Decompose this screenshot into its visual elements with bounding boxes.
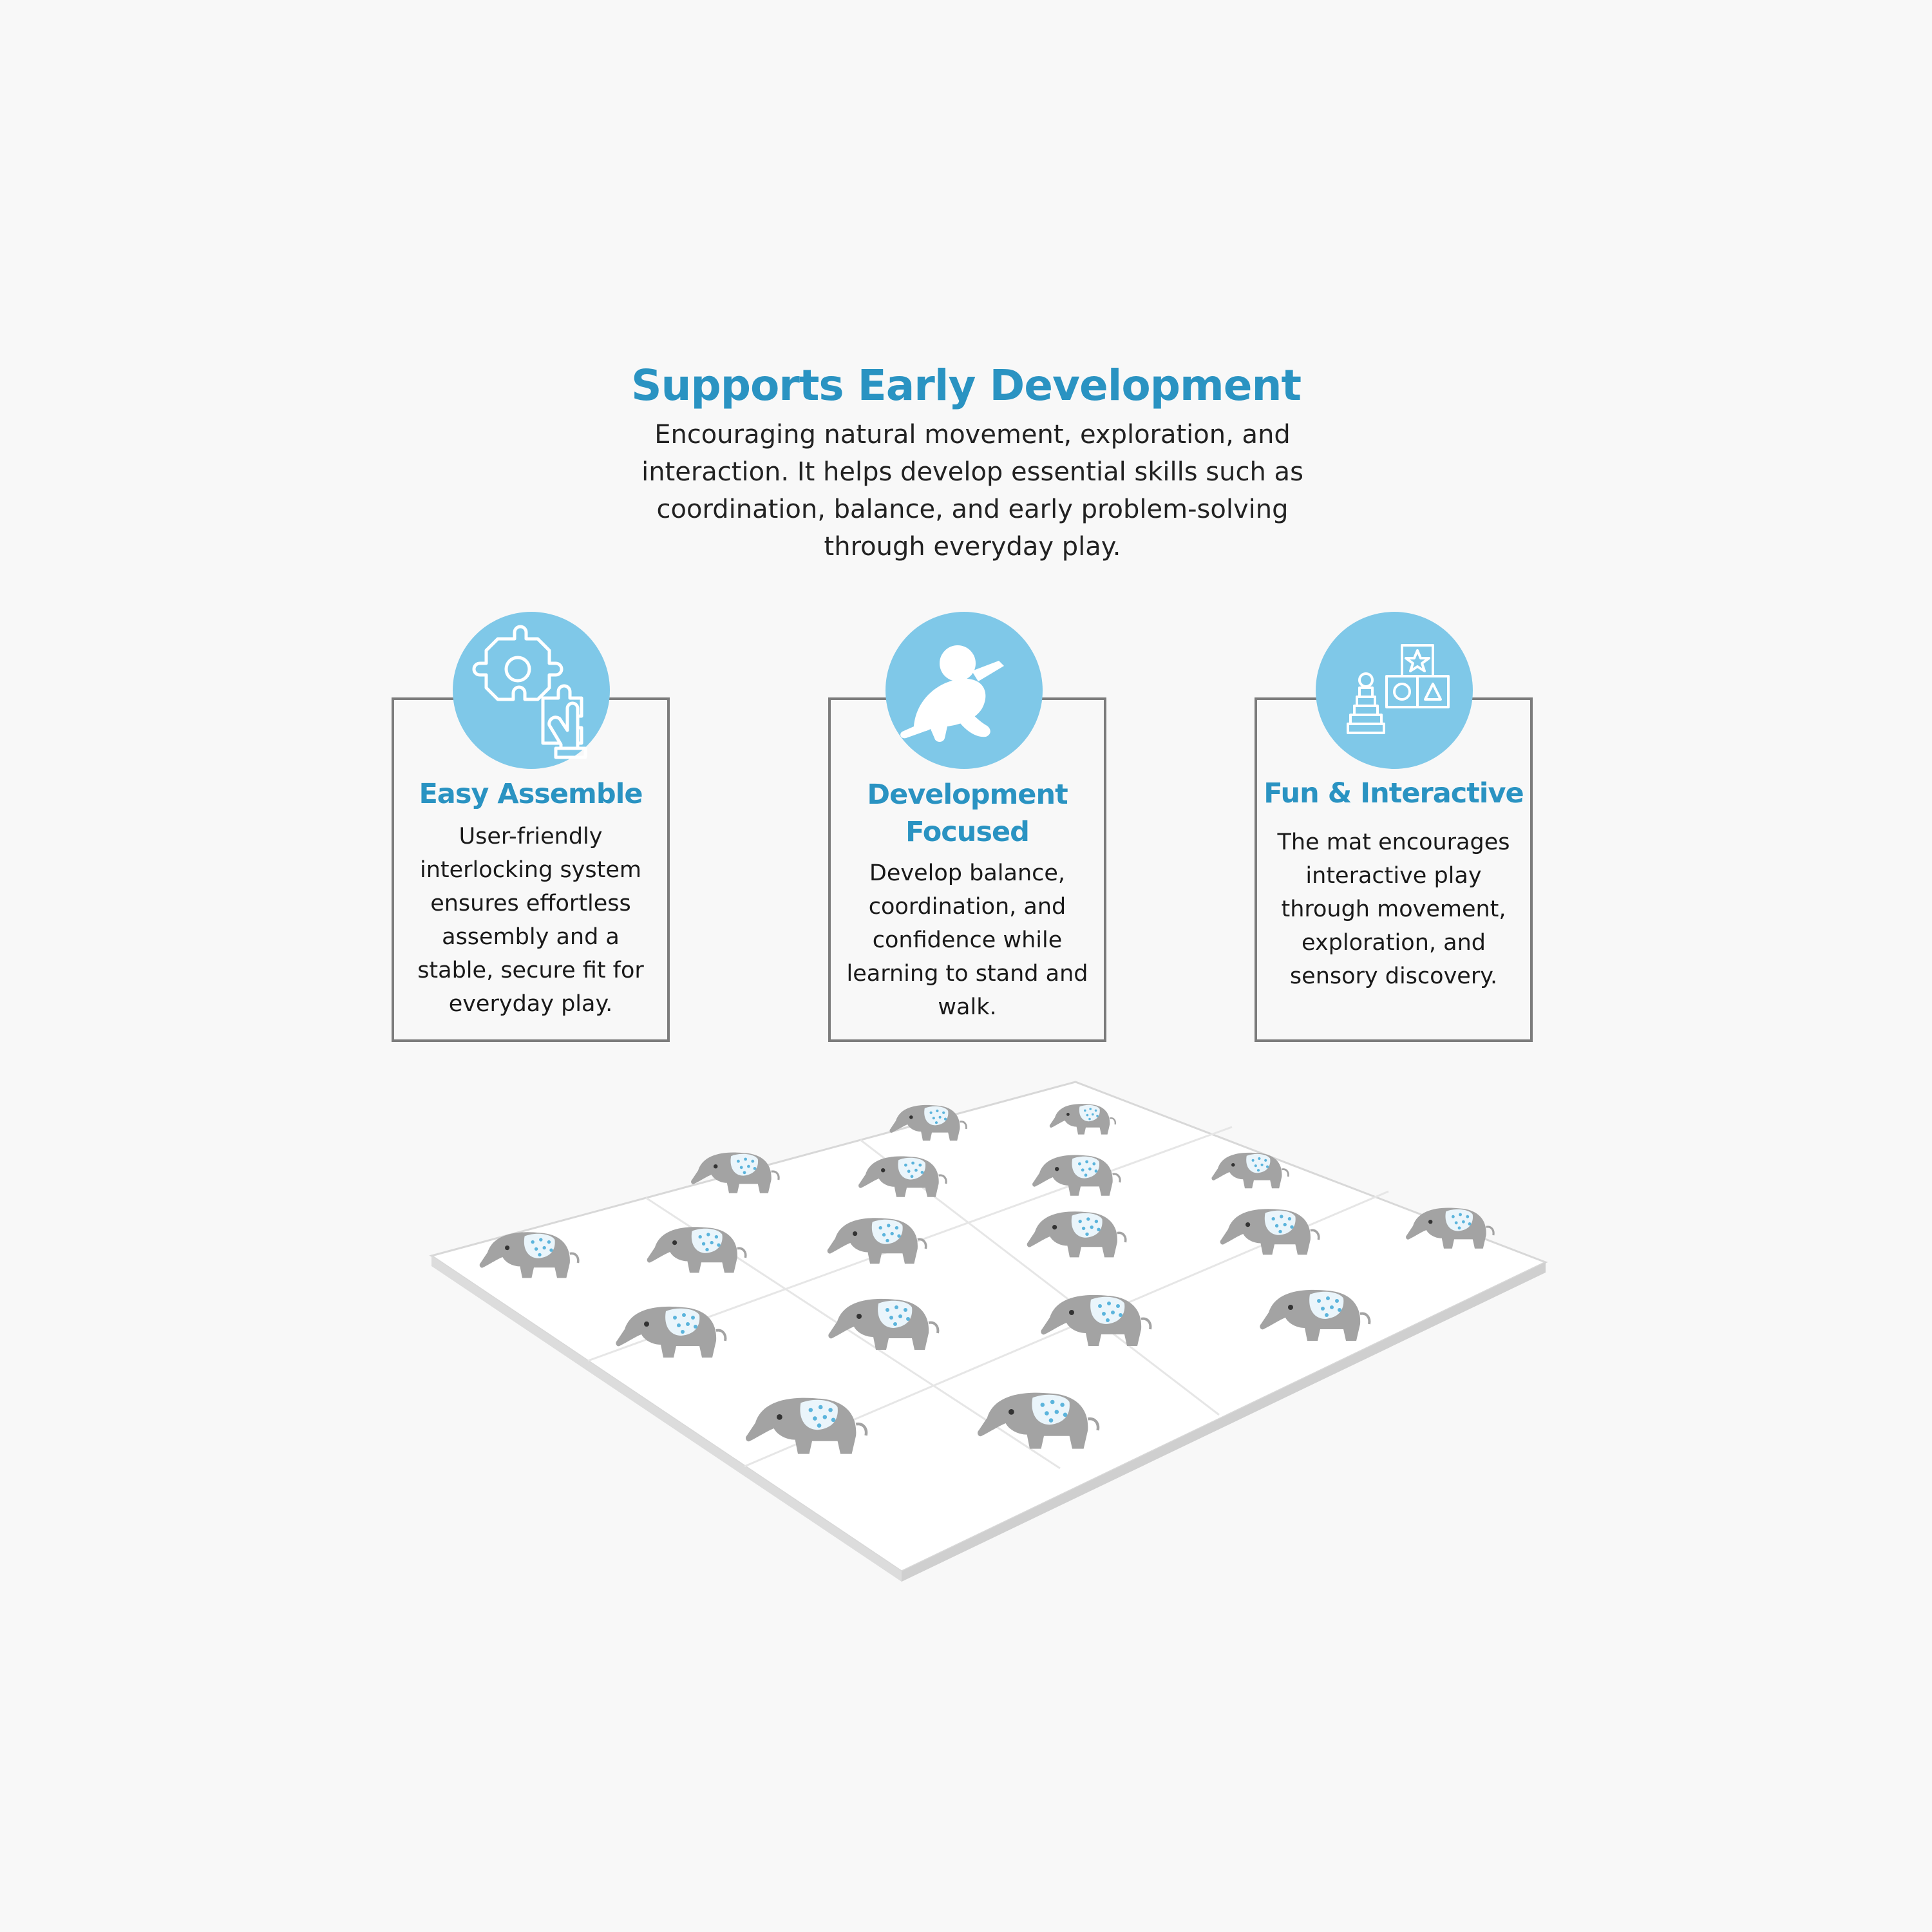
puzzle-gears-badge (453, 612, 610, 769)
headline: Supports Early Development (630, 361, 1302, 410)
crawling-baby-badge (886, 612, 1043, 769)
puzzle-gears-icon (472, 625, 587, 759)
feature-title: Development Focused (867, 779, 1068, 848)
feature-title: Fun & Interactive (1264, 777, 1524, 810)
feature-body: User-friendly interlocking system ensure… (417, 824, 644, 1017)
toy-blocks-badge (1316, 612, 1473, 769)
intro-text: Encouraging natural movement, exploratio… (641, 420, 1303, 562)
crawling-baby-icon (900, 645, 1004, 742)
foam-mat-illustration (429, 1081, 1548, 1582)
feature-body: The mat encourages interactive play thro… (1277, 829, 1510, 989)
toy-blocks-icon (1347, 644, 1450, 734)
mat-surface (429, 1081, 1548, 1582)
feature-body: Develop balance, coordination, and confi… (846, 860, 1088, 1020)
feature-title: Easy Assemble (419, 778, 643, 810)
